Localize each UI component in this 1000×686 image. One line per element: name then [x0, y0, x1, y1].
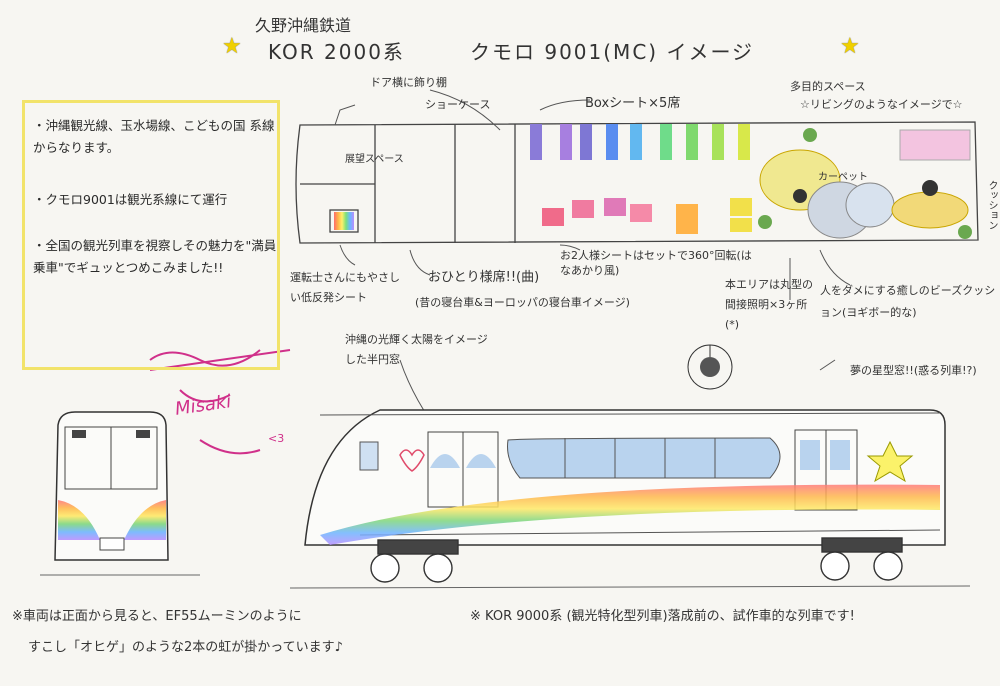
label-living-image: ☆リビングのようなイメージで☆	[800, 98, 963, 111]
footer-left-line-1: ※車両は正面から見ると、EF55ムーミンのように	[12, 609, 302, 624]
box-seats	[530, 124, 750, 160]
label-carpet: カーペット	[818, 172, 868, 183]
signature-hearts: <3	[268, 432, 285, 445]
label-door-shelf: ドア横に飾り棚	[370, 76, 447, 89]
company-name: 久野沖縄鉄道	[255, 16, 352, 35]
label-area-light: 本エリアは丸型の間接照明×3ヶ所(*)	[725, 278, 813, 331]
label-driver-seat: 運転士さんにもやさしい低反発シート	[290, 271, 400, 304]
train-side-view	[289, 409, 971, 589]
title-series: KOR 2000系	[268, 40, 405, 64]
label-pair-seat: お2人様シートはセットで360°回転(はなあかり風)	[560, 249, 752, 277]
lounge-area	[758, 128, 972, 239]
star-icon-left: ★	[222, 34, 242, 59]
signature-scribble	[149, 349, 261, 455]
footer-left-line-2: すこし「オヒゲ」のような2本の虹が掛かっています♪	[28, 640, 343, 655]
note-line-2: ・クモロ9001は観光系線にて運行	[33, 192, 228, 207]
label-star-window: 夢の星型窓!!(惑る列車!?)	[850, 364, 977, 377]
label-observation: 展望スペース	[345, 154, 404, 165]
observation-arrow	[334, 104, 356, 126]
pair-seats	[542, 198, 752, 234]
note-line-3: ・全国の観光列車を視察しその魅力を"満員乗車"でギュッとつめこみました!!	[33, 238, 277, 275]
label-multi-space: 多目的スペース	[790, 80, 866, 93]
label-single-seat-note: (昔の寝台車&ヨーロッパの寝台車イメージ)	[415, 296, 630, 309]
label-single-seat: おひとり様席!!(曲)	[428, 270, 540, 285]
floor-plan	[295, 121, 979, 244]
label-bead-cushion: 人をダメにする癒しのビーズクッション(ヨギボー的な)	[820, 284, 996, 319]
notes-box: ・沖縄観光線、玉水場線、こどもの国 系線からなります。 ・クモロ9001は観光系…	[22, 100, 280, 370]
star-icon-right: ★	[840, 34, 860, 59]
train-front-view	[40, 411, 200, 576]
label-box-seat: Boxシート×5席	[585, 96, 681, 111]
note-line-1: ・沖縄観光線、玉水場線、こどもの国 系線からなります。	[33, 118, 275, 155]
title-car: クモロ 9001(MC) イメージ	[470, 40, 755, 64]
label-right-edge: クッション	[986, 180, 997, 230]
label-window: 沖縄の光輝く太陽をイメージした半円窓	[345, 333, 488, 366]
lamp-illustration	[687, 344, 733, 390]
footer-right: ※ KOR 9000系 (観光特化型列車)落成前の、試作車的な列車です!	[470, 609, 855, 624]
driver-seat-mark	[334, 212, 354, 230]
label-showcase: ショーケース	[425, 98, 491, 111]
